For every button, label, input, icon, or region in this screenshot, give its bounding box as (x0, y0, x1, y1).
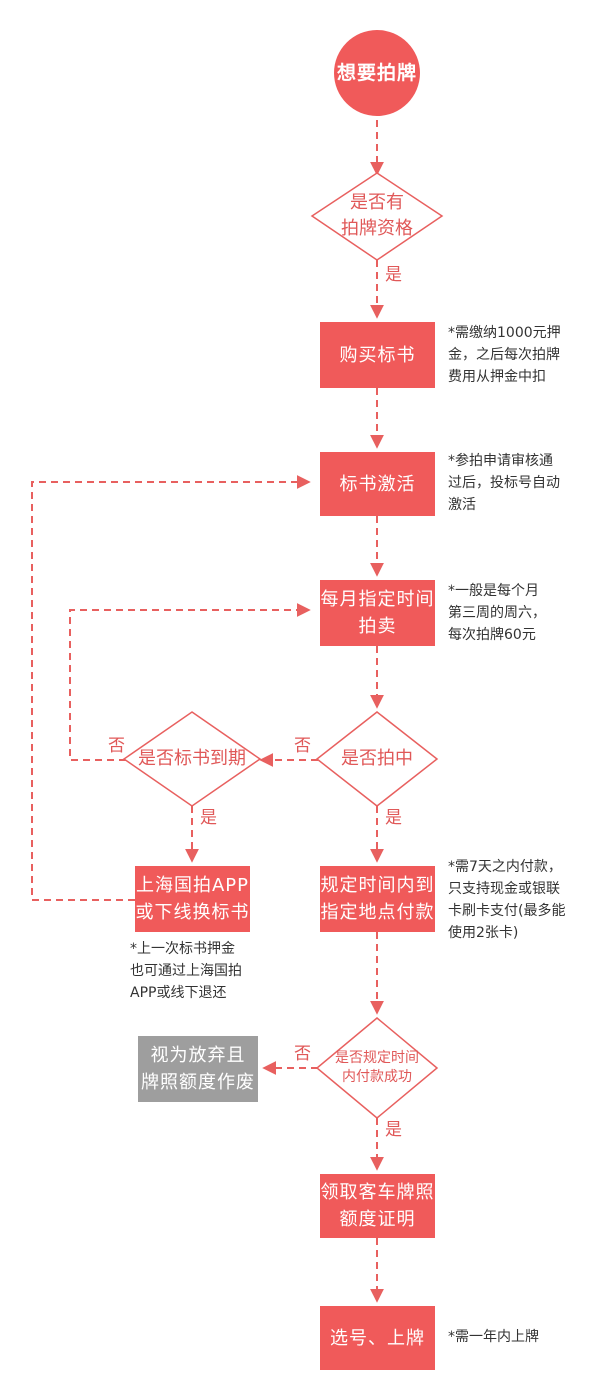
edge-label-qualification-yes: 是 (385, 265, 402, 285)
edge-label-success-yes: 是 (385, 1120, 402, 1140)
edge-expired-no-to-auction (69, 603, 311, 761)
has-qualification-label: 是否有 拍牌资格 (341, 192, 413, 239)
diamond-tender-expired (122, 711, 262, 807)
select-plate-node: 选号、上牌 (320, 1306, 435, 1370)
tender-expired-label: 是否标书到期 (138, 748, 246, 769)
pay-on-time-node: 规定时间内到 指定地点付款 (320, 866, 435, 932)
diamond-paid-successfully (315, 1017, 439, 1119)
edge-renew-to-activate (31, 475, 311, 901)
edge-label-won-yes: 是 (385, 808, 402, 828)
forfeit-node: 视为放弃且 牌照额度作废 (138, 1036, 258, 1102)
diamond-won-auction (315, 711, 439, 807)
edge-label-expired-yes: 是 (200, 808, 217, 828)
edge-label-success-no: 否 (294, 1044, 311, 1064)
note-pay-on-time: *需7天之内付款， 只支持现金或银联 卡刷卡支付(最多能 使用2张卡) (448, 859, 566, 941)
get-certificate-node: 领取客车牌照 额度证明 (320, 1174, 435, 1238)
edge-label-expired-no: 否 (108, 736, 125, 756)
renew-tender-node: 上海国拍APP 或下线换标书 (135, 866, 250, 932)
monthly-auction-node: 每月指定时间 拍卖 (320, 580, 435, 646)
note-buy-tender: *需缴纳1000元押 金，之后每次拍牌 费用从押金中扣 (448, 325, 561, 385)
diamond-has-qualification (310, 172, 444, 261)
won-auction-label: 是否拍中 (341, 748, 413, 769)
activate-tender-node: 标书激活 (320, 452, 435, 516)
note-activate-tender: *参拍申请审核通 过后，投标号自动 激活 (448, 453, 560, 513)
paid-successfully-label: 是否规定时间 内付款成功 (335, 1050, 419, 1085)
edge-label-won-no: 否 (294, 736, 311, 756)
buy-tender-node: 购买标书 (320, 322, 435, 388)
note-select-plate: *需一年内上牌 (448, 1329, 539, 1345)
note-renew-tender: *上一次标书押金 也可通过上海国拍 APP或线下退还 (130, 941, 242, 1001)
start-node: 想要拍牌 (334, 30, 420, 116)
note-monthly-auction: *一般是每个月 第三周的周六， 每次拍牌60元 (448, 583, 546, 643)
